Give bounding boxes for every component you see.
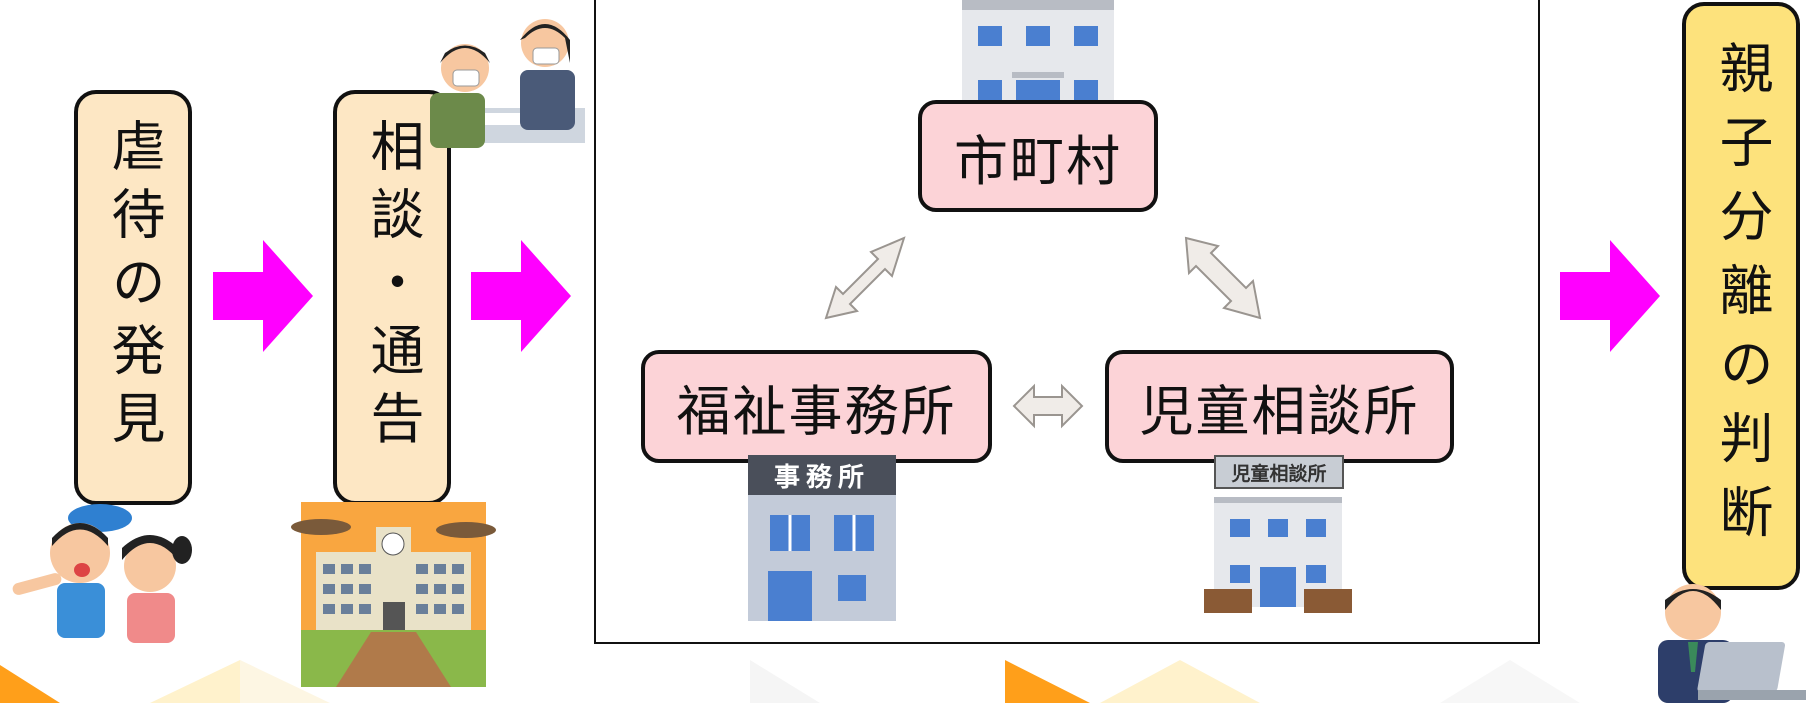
flow-arrow-2 xyxy=(471,240,571,352)
judgment-label: 親子分離の判断 xyxy=(1710,40,1773,558)
flow-arrow-1 xyxy=(213,240,313,352)
consultation-box: 相談・通告 xyxy=(333,90,451,505)
arrow-welfare-guidance xyxy=(1012,383,1084,429)
child-guidance-building: 児童相談所 xyxy=(1204,455,1352,613)
businessman-illustration xyxy=(1658,584,1806,703)
welfare-office-building: 事務所 xyxy=(748,455,896,621)
judgment-box: 親子分離の判断 xyxy=(1682,2,1800,590)
consultation-label: 相談・通告 xyxy=(361,118,424,458)
school-illustration xyxy=(291,502,496,687)
welfare-office-label: 福祉事務所 xyxy=(676,380,957,443)
welfare-office-box: 福祉事務所 xyxy=(641,350,992,463)
agencies-frame xyxy=(594,0,1540,644)
municipality-label: 市町村 xyxy=(954,129,1122,193)
arrow-welfare-municipality xyxy=(824,236,906,320)
discovery-label: 虐待の発見 xyxy=(102,118,165,458)
discovery-box: 虐待の発見 xyxy=(74,90,192,505)
consultation-illustration xyxy=(430,19,585,148)
child-guidance-sign: 児童相談所 xyxy=(1214,455,1344,489)
welfare-office-sign: 事務所 xyxy=(748,455,896,495)
children-illustration xyxy=(12,504,192,643)
municipality-box: 市町村 xyxy=(918,100,1158,212)
arrow-municipality-guidance xyxy=(1184,236,1262,320)
child-guidance-box: 児童相談所 xyxy=(1105,350,1454,463)
child-guidance-label: 児童相談所 xyxy=(1139,380,1420,443)
flow-arrow-3 xyxy=(1560,240,1660,352)
